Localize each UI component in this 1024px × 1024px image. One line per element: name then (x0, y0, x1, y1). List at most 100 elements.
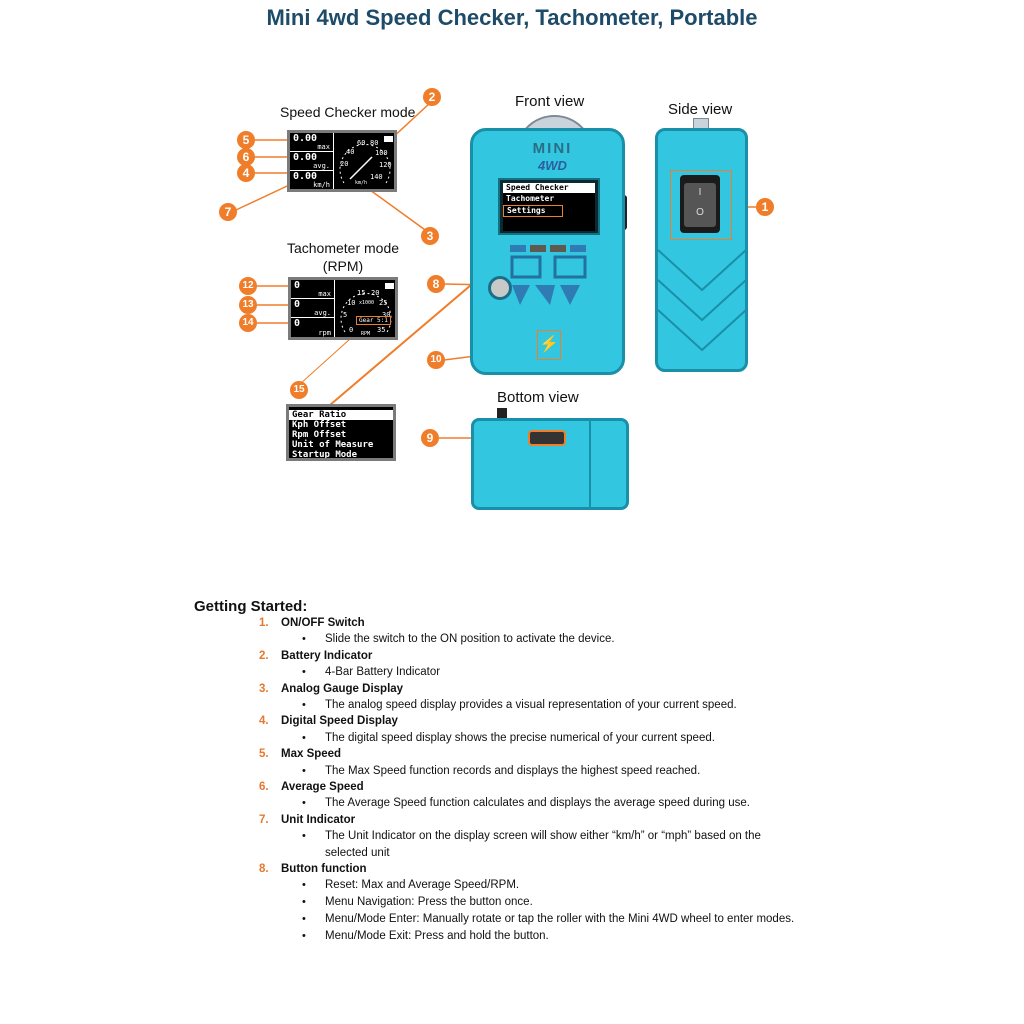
gauge-tick: 5 (343, 311, 348, 319)
callout-2: 2 (423, 88, 441, 106)
bottom-view-device (471, 418, 629, 510)
current-speed-value: 0.00 (293, 171, 318, 182)
getting-started-heading: Getting Started: (194, 598, 308, 615)
item-bullet-text: Slide the switch to the ON position to a… (325, 633, 615, 646)
avg-label: avg. (314, 309, 331, 317)
item-bullet-text: 4-Bar Battery Indicator (325, 666, 441, 679)
callout-8: 8 (427, 275, 445, 293)
item-number: 8. (259, 863, 269, 875)
multiplier-label: x1000 (359, 300, 375, 306)
avg-rpm-value: 0 (294, 299, 301, 310)
switch-on-mark: I (698, 187, 702, 198)
item-bullet-text: The analog speed display provides a visu… (325, 699, 737, 711)
item-title: Unit Indicator (281, 813, 356, 826)
item-number: 2. (259, 649, 269, 662)
bullet-icon: • (302, 731, 306, 744)
side-chevron-graphic (658, 249, 746, 352)
speed-mode-label: Speed Checker mode (280, 104, 416, 120)
rpm-unit-label: rpm (318, 329, 331, 337)
bullet-icon: • (302, 764, 306, 777)
item-bullet-text: Reset: Max and Average Speed/RPM. (325, 879, 520, 892)
bullet-icon: • (302, 879, 306, 892)
max-speed-value: 0.00 (293, 133, 318, 144)
device-main-menu: Speed Checker Tachometer Settings (503, 183, 595, 231)
gauge-tick: 60 (357, 139, 366, 147)
item-number: 3. (259, 682, 269, 695)
item-title: ON/OFF Switch (281, 617, 365, 629)
item-title: Button function (281, 863, 367, 875)
front-view-label: Front view (515, 93, 585, 110)
menu-item-speed-checker: Speed Checker (503, 183, 595, 193)
callout-13: 13 (239, 296, 257, 314)
max-rpm-value: 0 (294, 280, 301, 291)
item-bullet-text: Menu/Mode Enter: Manually rotate or tap … (325, 913, 795, 926)
bullet-icon: • (302, 666, 306, 679)
avg-label: avg. (313, 162, 330, 170)
avg-speed-value: 0.00 (293, 152, 318, 163)
item-bullet-text: The Max Speed function records and displ… (325, 764, 701, 777)
gauge-tick: 20 (340, 160, 349, 168)
item-number: 5. (259, 748, 269, 761)
item-number: 4. (259, 715, 269, 728)
rpm-gauge (340, 292, 392, 333)
bullet-icon: • (302, 830, 306, 843)
gauge-unit: RPM (361, 331, 371, 337)
gear-ratio-label: Gear 5:1 (356, 316, 391, 325)
menu-item-unit-of-measure: Unit of Measure (292, 440, 374, 450)
bottom-view-label: Bottom view (497, 389, 579, 406)
gauge-tick: 40 (346, 148, 355, 156)
menu-item-tachometer: Tachometer (506, 194, 555, 203)
gauge-tick: 10 (347, 299, 356, 307)
bullet-icon: • (302, 699, 306, 711)
item-title: Average Speed (281, 781, 364, 793)
menu-item-startup-mode: Startup Mode (292, 450, 358, 460)
bullet-icon: • (302, 930, 306, 943)
item-bullet-text: Menu/Mode Exit: Press and hold the butto… (325, 930, 549, 943)
gauge-tick: 35 (377, 326, 386, 334)
gauge-tick: 120 (379, 161, 392, 169)
seam-line (589, 420, 591, 508)
item-bullet-text: The Average Speed function calculates an… (325, 797, 750, 810)
logo-mini: MINI (532, 140, 573, 157)
tacho-mode-label: Tachometer mode (286, 240, 400, 256)
callout-10: 10 (427, 351, 445, 369)
item-number: 1. (259, 617, 269, 629)
page-title: Mini 4wd Speed Checker, Tachometer, Port… (266, 5, 758, 30)
logo-4wd: 4WD (538, 158, 567, 173)
decal-graphic (510, 245, 587, 305)
callout-6: 6 (237, 148, 255, 166)
lightning-icon: ⚡ (537, 330, 561, 360)
bullet-icon: • (302, 913, 306, 926)
current-rpm-value: 0 (294, 318, 301, 329)
front-view-device (470, 128, 625, 375)
item-title: Analog Gauge Display (281, 682, 404, 695)
callout-4: 4 (237, 164, 255, 182)
switch-highlight (670, 170, 732, 240)
max-label: max (318, 290, 331, 298)
item-bullet-text: selected unit (325, 846, 390, 859)
unit-label: km/h (313, 181, 330, 189)
gauge-tick: 20 (371, 289, 380, 297)
max-label: max (317, 143, 330, 151)
bullet-icon: • (302, 797, 306, 810)
settings-menu-screen: Gear Ratio Kph Offset Rpm Offset Unit of… (286, 404, 396, 461)
gauge-tick: 25 (379, 299, 388, 307)
item-bullet-text: The digital speed display shows the prec… (325, 731, 715, 744)
callout-12: 12 (239, 277, 257, 295)
on-off-switch[interactable]: I O (680, 175, 720, 233)
bullet-icon: • (302, 896, 306, 909)
callout-5: 5 (237, 131, 255, 149)
side-view-label: Side view (668, 101, 733, 118)
callout-15: 15 (290, 381, 308, 399)
item-number: 7. (259, 813, 269, 826)
item-title: Battery Indicator (281, 649, 373, 662)
gauge-tick: 80 (370, 139, 379, 147)
item-title: Max Speed (281, 748, 342, 761)
gauge-tick: 100 (375, 149, 388, 157)
reset-button[interactable] (488, 276, 512, 300)
gauge-tick: 140 (370, 173, 383, 181)
menu-item-gear-ratio: Gear Ratio (289, 410, 393, 420)
switch-off-mark: O (696, 207, 704, 218)
